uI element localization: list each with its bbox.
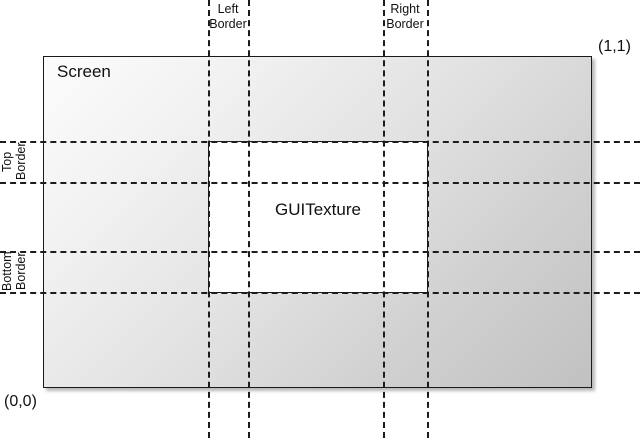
- right-border-label: Right Border: [375, 2, 435, 32]
- horizontal-guide-line-bottom-inner: [0, 251, 640, 253]
- right-border-label-line1: Right: [390, 2, 420, 16]
- top-border-label: Top Border: [0, 141, 28, 182]
- left-border-label: Left Border: [198, 2, 258, 32]
- vertical-guide-line-left-outer: [208, 0, 210, 438]
- top-border-label-line2: Border: [14, 142, 28, 181]
- bottom-border-label-line2: Border: [14, 252, 28, 291]
- horizontal-guide-line-top-inner: [0, 182, 640, 184]
- bottom-border-label: Bottom Border: [0, 251, 28, 292]
- left-border-label-line1: Left: [217, 2, 239, 16]
- guitexture-label: GUITexture: [275, 200, 361, 219]
- guitexture-rectangle: [208, 141, 428, 293]
- left-border-label-line2: Border: [209, 17, 247, 31]
- vertical-guide-line-left-inner: [248, 0, 250, 438]
- bottom-border-label-line1: Bottom: [0, 251, 14, 292]
- horizontal-guide-line-bottom-outer: [0, 292, 640, 294]
- right-border-label-line2: Border: [386, 17, 424, 31]
- screen-label: Screen: [57, 62, 111, 81]
- top-border-label-line1: Top: [0, 151, 14, 172]
- horizontal-guide-line-top-outer: [0, 141, 640, 143]
- corner-label-top-right: (1,1): [598, 38, 631, 55]
- corner-label-bottom-left: (0,0): [4, 393, 37, 410]
- vertical-guide-line-right-inner: [383, 0, 385, 438]
- vertical-guide-line-right-outer: [427, 0, 429, 438]
